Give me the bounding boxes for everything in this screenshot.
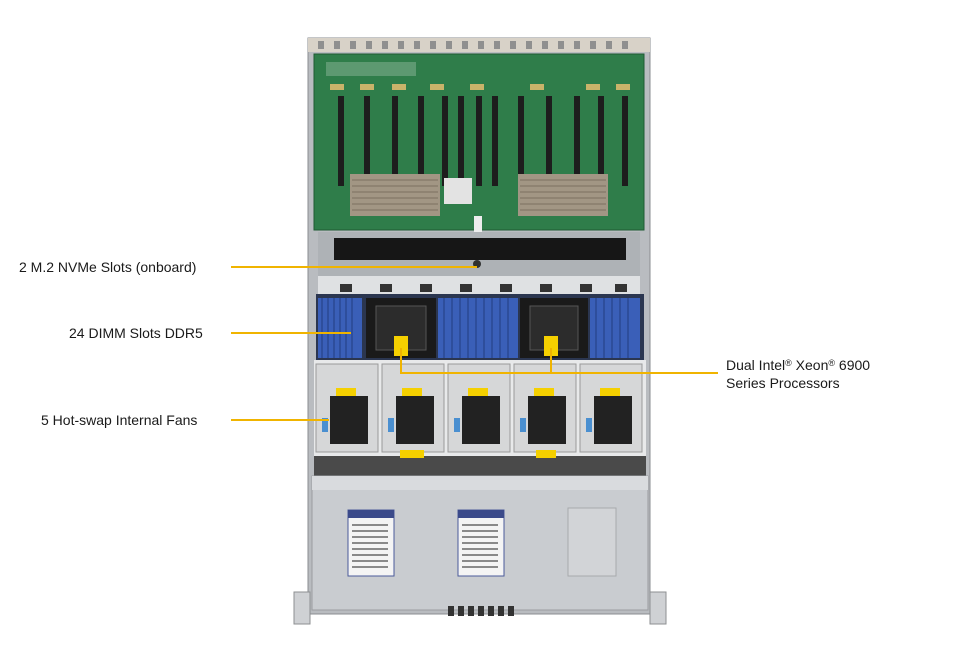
cpu-callout-label: Dual Intel® Xeon® 6900 Series Processors: [726, 356, 870, 392]
cpu-callout-text-2: Series Processors: [726, 375, 840, 391]
nvme-leader-line: [231, 266, 477, 268]
cpu-leader-line: [400, 372, 718, 374]
cpu-callout-text-1b: Xeon: [791, 357, 829, 373]
dimm-leader-line: [231, 332, 351, 334]
cpu-callout-text-1c: 6900: [835, 357, 871, 373]
fans-callout-label: 5 Hot-swap Internal Fans: [41, 412, 198, 428]
cpu-reg-mark-1: ®: [785, 358, 792, 368]
nvme-callout-label: 2 M.2 NVMe Slots (onboard): [19, 259, 197, 275]
fans-leader-line: [231, 419, 329, 421]
cpu-leader-drop-right: [550, 348, 552, 374]
cpu-reg-mark-2: ®: [828, 358, 836, 368]
cpu-leader-drop-left: [400, 348, 402, 374]
cpu-callout-text-1a: Dual Intel: [726, 357, 786, 373]
dimm-callout-label: 24 DIMM Slots DDR5: [69, 325, 203, 341]
